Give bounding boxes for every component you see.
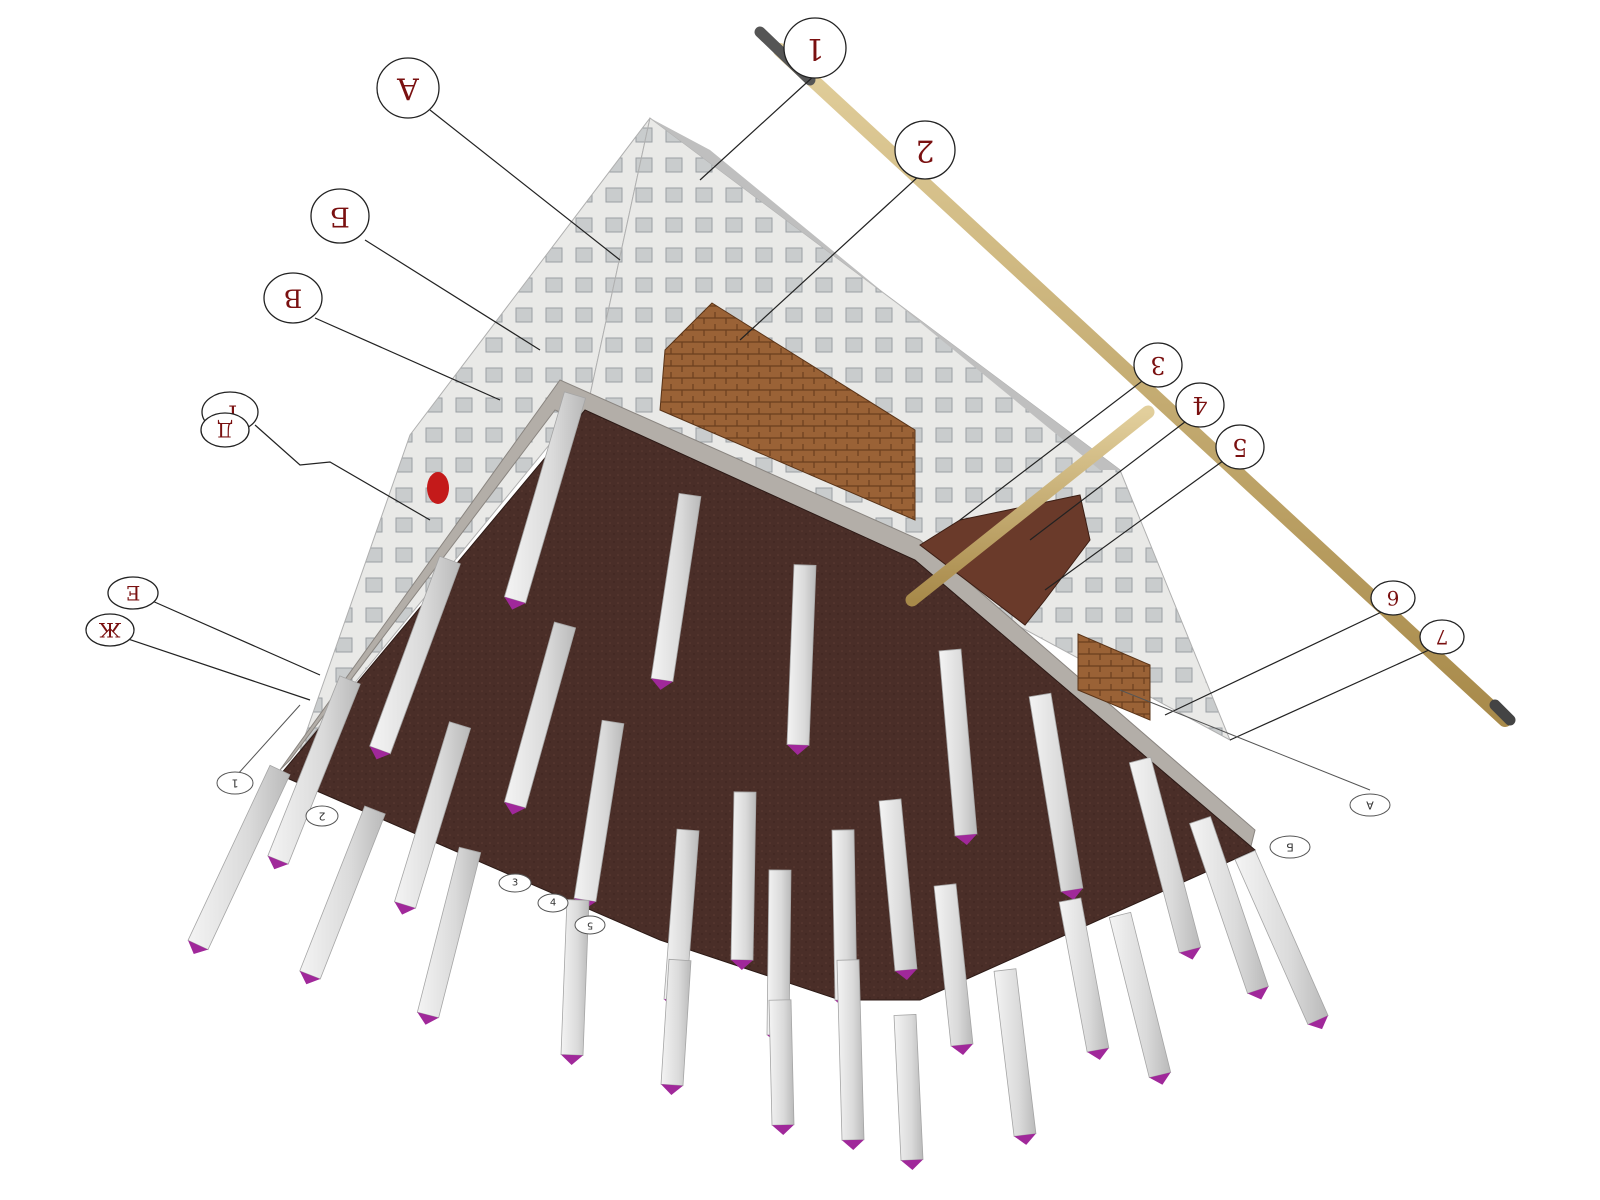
pile-tip-7 — [369, 746, 391, 760]
pile-tip-24 — [1149, 1072, 1171, 1085]
pile-tip-28 — [901, 1159, 923, 1170]
pile-tip-2 — [651, 678, 673, 690]
axis-label-Zh: Ж — [85, 613, 135, 647]
axis-label-7: 7 — [1419, 619, 1465, 655]
svg-text:2: 2 — [319, 810, 326, 823]
pile-tip-12 — [731, 959, 753, 970]
pile-15 — [299, 805, 386, 980]
rod-main-tip-bottom — [1489, 699, 1516, 726]
pile-27 — [836, 959, 865, 1141]
svg-text:3: 3 — [1150, 351, 1165, 379]
pile-tip-18 — [561, 1054, 583, 1065]
rod-cross — [905, 405, 1155, 607]
stair-pad — [919, 494, 1091, 626]
pile-24 — [1108, 911, 1172, 1079]
axis-label-1: 1 — [783, 17, 847, 79]
axis-label-D: Д — [200, 412, 250, 448]
svg-text:В: В — [284, 284, 302, 313]
small-label-B: Б — [1269, 835, 1311, 859]
brick-wall-lower — [1077, 633, 1151, 721]
pile-30 — [768, 999, 795, 1126]
svg-text:4: 4 — [550, 898, 556, 909]
pile-group — [187, 391, 1329, 1170]
pile-tip-1 — [504, 596, 526, 610]
pile-tip-15 — [299, 970, 321, 985]
leader-lines — [124, 74, 1441, 791]
pile-tip-17 — [188, 940, 208, 955]
pile-tip-10 — [394, 901, 416, 915]
brick-wall-upper — [659, 302, 916, 521]
small-label-1: 1 — [216, 771, 254, 795]
axis-bubbles: 1 А 2 Б В Г Д Е — [85, 17, 1465, 655]
small-label-4: 4 — [537, 893, 569, 913]
svg-text:5: 5 — [1232, 433, 1247, 461]
pile-28 — [893, 1014, 924, 1161]
axis-label-6: 6 — [1370, 580, 1416, 616]
pile-tip-23 — [1087, 1047, 1109, 1060]
svg-text:4: 4 — [1192, 391, 1207, 419]
axis-label-3: 3 — [1133, 342, 1183, 388]
pile-tip-22 — [951, 1043, 973, 1055]
pile-16 — [416, 846, 482, 1019]
axis-label-B: Б — [310, 188, 370, 244]
pile-tip-25 — [1307, 1015, 1329, 1030]
axis-label-4: 4 — [1175, 382, 1225, 428]
pile-12 — [730, 791, 757, 961]
svg-text:2: 2 — [915, 133, 934, 168]
pile-tip-6 — [1179, 947, 1201, 960]
svg-text:А: А — [1366, 799, 1374, 812]
svg-text:7: 7 — [1436, 625, 1449, 649]
pile-tip-16 — [417, 1012, 439, 1025]
small-label-2: 2 — [305, 805, 339, 827]
svg-text:6: 6 — [1387, 586, 1400, 610]
svg-text:5: 5 — [587, 920, 593, 931]
svg-text:3: 3 — [512, 878, 518, 889]
pile-tip-27 — [842, 1139, 864, 1150]
pile-tip-13 — [895, 968, 917, 980]
svg-text:Ж: Ж — [98, 618, 121, 642]
pile-tip-5 — [1061, 888, 1083, 900]
pile-tip-3 — [787, 744, 809, 755]
svg-text:Б: Б — [330, 201, 350, 232]
svg-text:1: 1 — [232, 777, 239, 790]
svg-text:А: А — [396, 71, 419, 106]
pile-tip-4 — [955, 834, 977, 845]
axis-label-V: В — [263, 272, 323, 324]
svg-text:Е: Е — [126, 581, 141, 605]
small-bubbles: 1 2 3 4 5 А Б — [216, 771, 1391, 935]
pile-23 — [1058, 897, 1110, 1053]
pile-tip-8 — [504, 802, 526, 815]
pile-29 — [993, 968, 1037, 1137]
small-label-5: 5 — [574, 915, 606, 935]
svg-text:Д: Д — [217, 418, 233, 442]
small-label-3: 3 — [498, 873, 532, 893]
pile-tip-14 — [1247, 986, 1269, 1000]
pile-tip-30 — [772, 1124, 794, 1135]
pile-tip-29 — [1014, 1133, 1036, 1145]
pile-tip-26 — [661, 1084, 683, 1095]
roof-edge — [650, 118, 1120, 470]
axis-label-A: А — [376, 57, 440, 119]
axis-label-5: 5 — [1215, 424, 1265, 470]
axis-label-E: Е — [107, 576, 159, 610]
svg-text:1: 1 — [805, 31, 824, 66]
small-label-A: А — [1349, 793, 1391, 817]
red-marker — [427, 472, 449, 504]
axis-label-2: 2 — [894, 120, 956, 180]
svg-text:Б: Б — [1286, 841, 1294, 854]
pile-tip-9 — [267, 855, 289, 870]
